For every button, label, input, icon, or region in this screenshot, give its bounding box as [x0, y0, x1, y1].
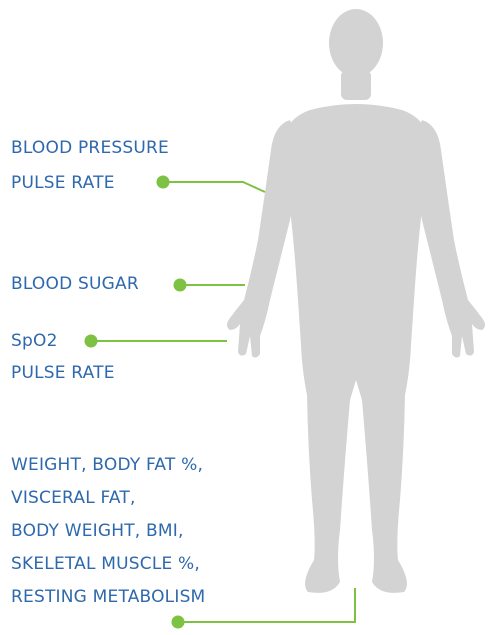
label-body-composition: WEIGHT, BODY FAT %, VISCERAL FAT, BODY W…	[11, 449, 205, 614]
connector-blood-pressure	[163, 182, 265, 192]
body-composition-line: BODY WEIGHT, BMI,	[11, 515, 205, 548]
body-composition-line: WEIGHT, BODY FAT %,	[11, 449, 205, 482]
dot-blood-pressure	[157, 176, 170, 189]
label-blood-pressure: BLOOD PRESSURE	[11, 137, 169, 159]
label-pulse-rate-lower: PULSE RATE	[11, 362, 115, 384]
label-spo2: SpO2	[11, 330, 58, 352]
dot-spo2	[85, 335, 98, 348]
human-silhouette	[227, 9, 485, 593]
body-composition-line: SKELETAL MUSCLE %,	[11, 548, 205, 581]
body-composition-line: VISCERAL FAT,	[11, 482, 205, 515]
label-pulse-rate-upper: PULSE RATE	[11, 172, 115, 194]
body-composition-line: RESTING METABOLISM	[11, 581, 205, 614]
label-blood-sugar: BLOOD SUGAR	[11, 273, 139, 295]
dot-body-composition	[172, 616, 185, 629]
dot-blood-sugar	[174, 279, 187, 292]
